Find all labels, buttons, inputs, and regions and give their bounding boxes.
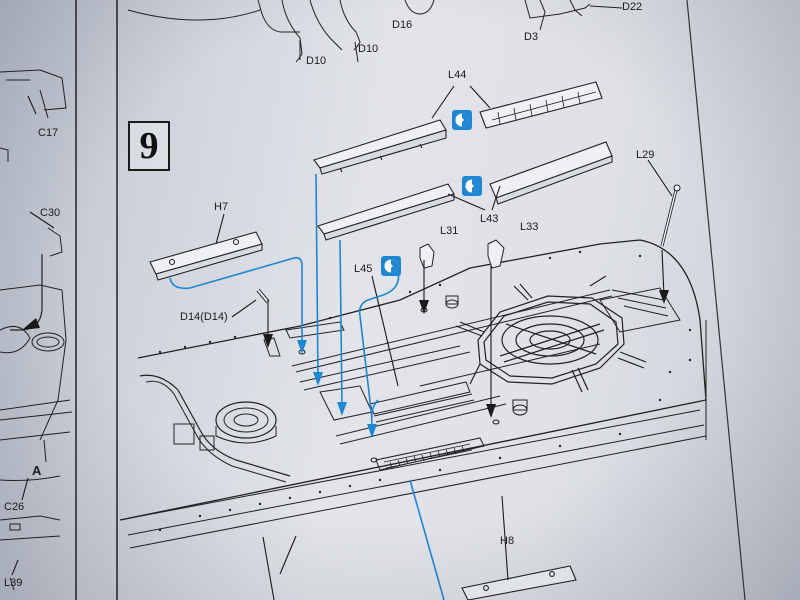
- part-label-l29: L29: [636, 149, 655, 161]
- cement-icon: [452, 110, 472, 130]
- part-label-l43: L43: [480, 213, 499, 225]
- part-label-h7: H7: [214, 201, 229, 213]
- step-number: 9: [139, 125, 159, 167]
- part-label-l31: L31: [440, 225, 459, 237]
- part-label-d16: D16: [392, 19, 413, 31]
- part-label-c26: C26: [4, 501, 25, 513]
- part-label-l33: L33: [520, 221, 539, 233]
- part-label-d10: D10: [306, 55, 327, 67]
- part-label-c30: C30: [40, 207, 61, 219]
- part-label-d22: D22: [622, 1, 643, 13]
- part-label-l44: L44: [448, 69, 467, 81]
- cement-icon: [381, 256, 401, 276]
- part-label-d14: D14(D14): [180, 311, 228, 323]
- part-label-d10: D10: [358, 43, 379, 55]
- part-label-l45: L45: [354, 263, 373, 275]
- step-number-box: 9: [128, 121, 170, 171]
- part-label-d3: D3: [524, 31, 539, 43]
- cement-icon: [462, 176, 482, 196]
- part-label-a: A: [32, 463, 42, 478]
- part-label-c17: C17: [38, 127, 59, 139]
- part-label-h8: H8: [500, 535, 515, 547]
- part-label-l39: L39: [4, 577, 23, 589]
